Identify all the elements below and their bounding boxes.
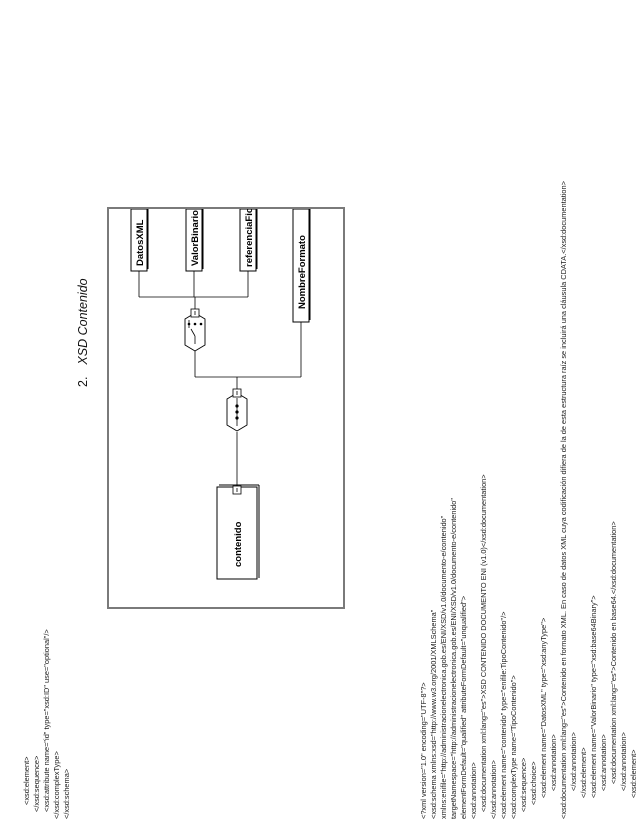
code-line: <xsd:element name="contenido" type="enif… bbox=[499, 611, 508, 819]
code-line: <xsd:documentation xml:lang="es">Conteni… bbox=[559, 181, 568, 819]
section-heading: 2. XSD Contenido bbox=[76, 278, 90, 387]
element-box-nombreformato: NombreFormato bbox=[292, 209, 311, 323]
code-line: <xsd:documentation xml:lang="es">Conteni… bbox=[609, 521, 618, 784]
choice-compositor-icon bbox=[184, 308, 206, 352]
code-line: <xsd:element name="ValorBinario" type="x… bbox=[589, 595, 598, 798]
code-line: <xsd:element name="DatosXML" type="xsd:a… bbox=[539, 617, 548, 798]
code-line: </xsd:complexType> bbox=[52, 751, 61, 819]
code-line: <xsd:annotation> bbox=[549, 734, 558, 791]
code-line: <xsd:sequence> bbox=[519, 757, 528, 812]
code-line: elementFormDefault="qualified" attribute… bbox=[459, 595, 468, 819]
code-line: <xsd:element> bbox=[629, 749, 638, 798]
element-box-referenciafichero: referenciaFichero bbox=[239, 209, 258, 272]
code-line: <xsd:choice> bbox=[529, 761, 538, 805]
code-line: targetNamespace="http://administracionel… bbox=[449, 498, 458, 819]
code-line: </xsd:schema> bbox=[62, 768, 71, 819]
xsd-diagram: contenido bbox=[107, 207, 345, 609]
element-label: ValorBinario bbox=[190, 210, 201, 266]
code-line: <xsd:complexType name="TipoContenido"> bbox=[509, 675, 518, 819]
section-number: 2. bbox=[76, 376, 90, 387]
code-line: </xsd:element> bbox=[579, 747, 588, 798]
code-line: </xsd:annotation> bbox=[569, 732, 578, 791]
code-line: <xsd:annotation> bbox=[599, 734, 608, 791]
sequence-compositor-icon bbox=[226, 388, 248, 432]
code-line: <xsd:schema xmlns:xsd="http://www.w3.org… bbox=[429, 609, 438, 819]
code-line: </xsd:annotation> bbox=[619, 732, 628, 791]
code-line: <xsd:annotation> bbox=[469, 762, 478, 819]
code-line: <xsd:attribute name="id" type="xsd:ID" u… bbox=[42, 629, 51, 812]
section-title: XSD Contenido bbox=[76, 278, 90, 365]
element-box-contenido: contenido bbox=[216, 484, 260, 580]
element-label: DatosXML bbox=[135, 219, 146, 266]
element-box-valorbinario: ValorBinario bbox=[185, 209, 204, 272]
code-line: <xsd:documentation xml:lang="es">XSD CON… bbox=[479, 474, 488, 812]
element-label: NombreFormato bbox=[297, 235, 308, 309]
element-box-datosxml: DatosXML bbox=[130, 209, 149, 272]
code-line: </xsd:sequence> bbox=[32, 755, 41, 812]
code-line: xmlns:enifile="http://administracionelec… bbox=[439, 515, 448, 819]
code-line: <xsd:element> bbox=[22, 756, 31, 805]
element-label: contenido bbox=[233, 521, 244, 567]
code-line: </xsd:annotation> bbox=[489, 760, 498, 819]
element-label: referenciaFichero bbox=[244, 209, 255, 267]
code-line: <?xml version="1.0" encoding="UTF-8"?> bbox=[419, 682, 428, 819]
